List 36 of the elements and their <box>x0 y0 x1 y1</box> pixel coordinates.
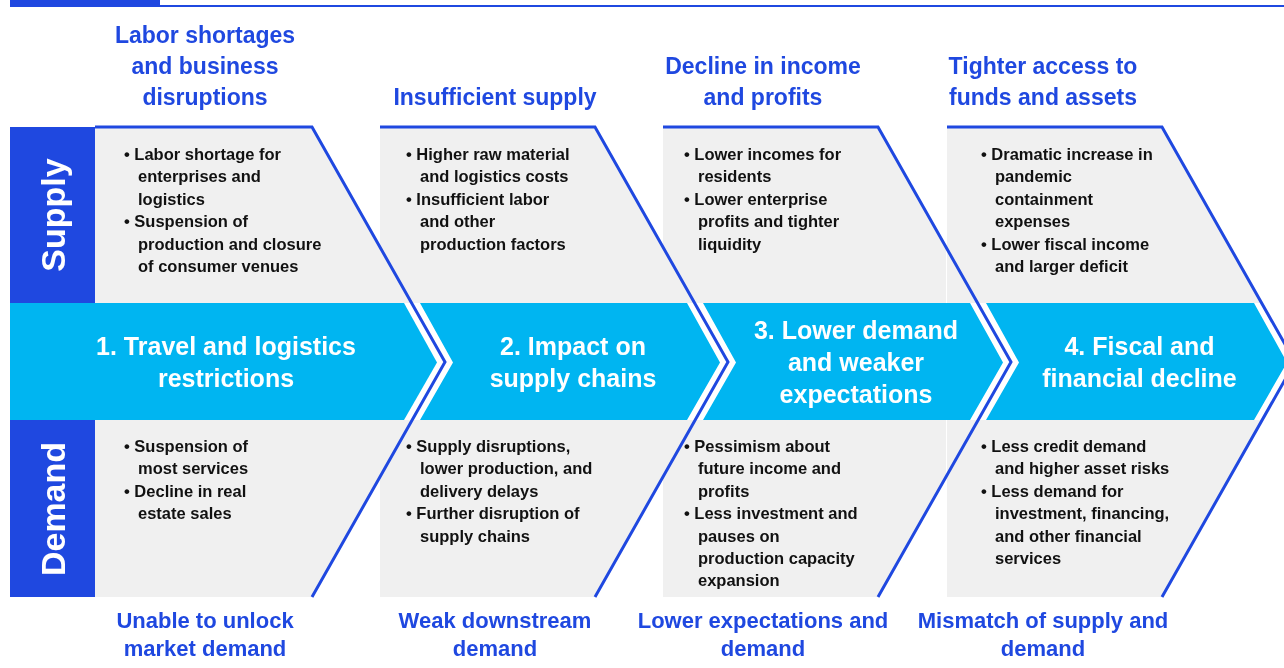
stage-title: 3. Lower demand and weaker expectations <box>752 314 960 410</box>
bullet-item: • Lower fiscal income and larger deficit <box>981 233 1151 278</box>
bullet-item: • Suspension of most services <box>124 436 250 480</box>
bullet-item: • Insufficient labor and other production factors <box>406 188 567 255</box>
column-heading: Unable to unlock market demand <box>115 607 295 663</box>
stage-banner <box>703 303 1003 420</box>
bullet-item: • Less investment and pauses on production capacity expansion <box>684 503 859 592</box>
column-heading: Mismatch of supply and demand <box>916 607 1170 663</box>
column-heading: Weak downstream demand <box>397 607 593 663</box>
bullet-item: • Higher raw material and logistics costs <box>406 144 571 188</box>
stage-title: 4. Fiscal and financial decline <box>1041 330 1238 394</box>
column-heading: Insufficient supply <box>392 83 598 112</box>
column-heading: Tighter access to funds and assets <box>947 52 1139 112</box>
bullet-item: • Lower enterprise profits and tighter liquidity <box>684 188 841 255</box>
row-label-tab <box>10 127 95 303</box>
bullet-item: • Labor shortage for enterprises and logistics <box>124 144 283 210</box>
column-heading: Decline in income and profits <box>664 52 862 112</box>
stage-title: 2. Impact on supply chains <box>488 330 658 394</box>
row-label: Supply <box>33 158 72 272</box>
bullet-item: • Less demand for investment, financing, and other financial services <box>981 480 1171 570</box>
bullet-item: • Decline in real estate sales <box>124 480 248 525</box>
column-heading: Labor shortages and business disruptions <box>113 21 297 112</box>
stage-banner <box>420 303 720 420</box>
bullet-item: • Less credit demand and higher asset risks <box>981 436 1171 480</box>
row-label-tab <box>10 420 95 597</box>
row-label: Demand <box>33 441 72 576</box>
bullet-item: • Supply disruptions, lower production, and delivery delays <box>406 436 594 502</box>
bullet-item: • Pessimism about future income and profits <box>684 436 842 502</box>
bullet-item: • Further disruption of supply chains <box>406 503 581 547</box>
bullet-item: • Dramatic increase in pandemic containment expenses <box>981 144 1154 233</box>
stage-banner <box>10 303 437 420</box>
stage-title: 1. Travel and logistics restrictions <box>95 330 357 394</box>
stage-banner <box>986 303 1284 420</box>
bullet-item: • Lower incomes for residents <box>684 144 843 188</box>
bullet-item: • Suspension of production and closure of consumer venues <box>124 211 323 278</box>
column-heading: Lower expectations and demand <box>636 607 890 663</box>
